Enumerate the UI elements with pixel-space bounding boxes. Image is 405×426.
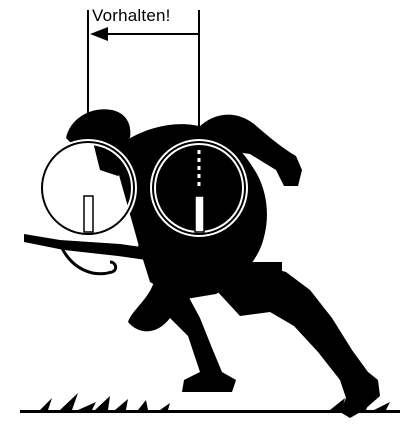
reticle-front-post [84,196,93,232]
soldier-silhouette-icon [24,109,380,418]
grass-tufts-icon [40,393,390,410]
left-arrow-icon [90,27,108,41]
reticle-rear-post [195,196,204,232]
lead-label: Vorhalten! [92,6,171,26]
reticle-front [42,142,134,234]
rear-leg [216,262,380,418]
pouch [252,262,282,286]
front-leg [128,282,236,392]
